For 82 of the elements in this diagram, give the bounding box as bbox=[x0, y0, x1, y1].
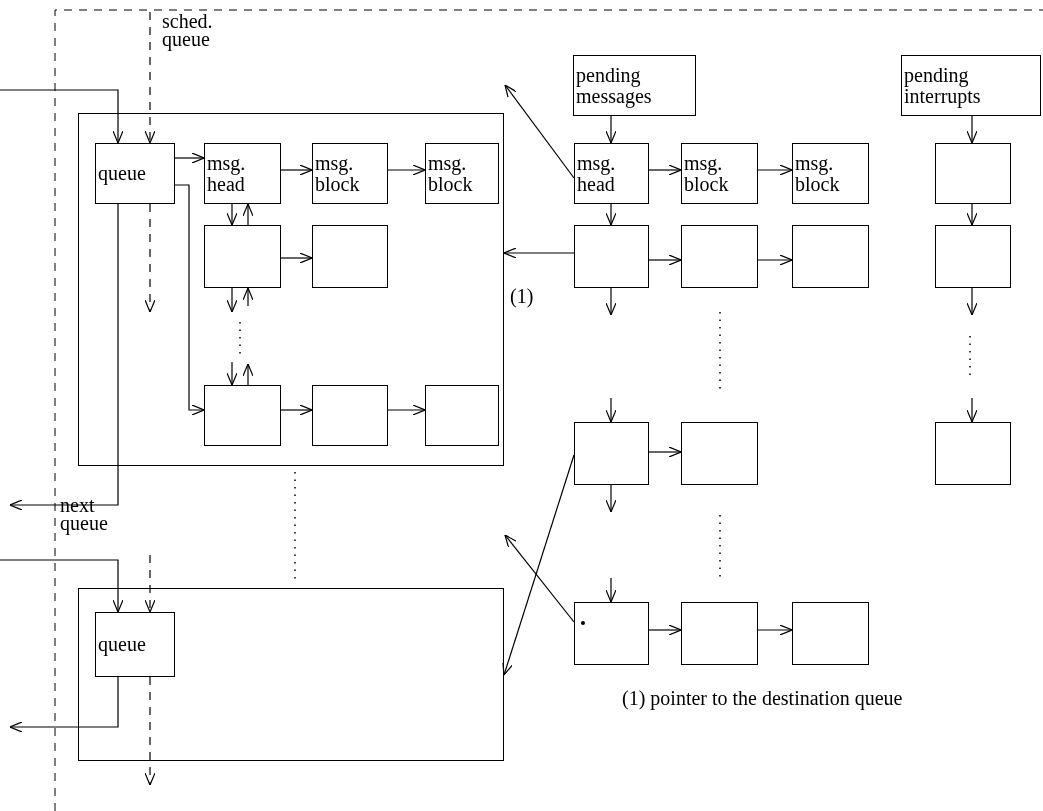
box-label: pending interrupts bbox=[903, 64, 982, 107]
arrow bbox=[144, 203, 156, 313]
list-element-box bbox=[204, 385, 281, 446]
arrow bbox=[966, 115, 978, 144]
box-label: msg. head bbox=[576, 152, 617, 195]
arrow bbox=[757, 164, 793, 176]
arrow bbox=[648, 624, 682, 636]
arrow bbox=[242, 203, 254, 226]
arrow bbox=[504, 84, 575, 179]
arrow bbox=[144, 676, 156, 786]
arrow bbox=[605, 115, 617, 144]
arrow bbox=[144, 11, 156, 144]
list-element-box bbox=[935, 422, 1011, 485]
queue-container bbox=[78, 113, 504, 466]
list-element-box bbox=[574, 602, 649, 665]
box-label: queue bbox=[97, 163, 147, 184]
arrow bbox=[605, 203, 617, 226]
box-label: pending messages bbox=[575, 64, 653, 107]
arrow bbox=[144, 554, 156, 613]
list-element-box bbox=[204, 225, 281, 288]
list-element-box bbox=[792, 602, 869, 665]
arrow bbox=[280, 252, 313, 264]
box-label: msg. block bbox=[683, 152, 730, 195]
message-box bbox=[204, 143, 281, 204]
list-element-box bbox=[935, 143, 1011, 204]
arrow bbox=[0, 89, 124, 144]
box-label: msg. block bbox=[794, 152, 841, 195]
list-element-box bbox=[574, 225, 649, 288]
edge-label: (1) bbox=[510, 286, 534, 307]
list-element-box bbox=[425, 385, 499, 446]
list-element-box bbox=[574, 422, 649, 485]
arrow bbox=[605, 577, 617, 603]
arrow bbox=[648, 164, 682, 176]
message-box bbox=[901, 55, 1041, 116]
arrow bbox=[757, 254, 793, 266]
arrow bbox=[174, 152, 205, 164]
arrow bbox=[280, 164, 313, 176]
list-element-box bbox=[792, 225, 869, 288]
arrow bbox=[503, 247, 575, 259]
message-box bbox=[312, 143, 388, 204]
arrow bbox=[226, 203, 238, 226]
message-box bbox=[681, 143, 758, 204]
message-box bbox=[573, 55, 696, 116]
arrow bbox=[174, 184, 205, 416]
arrow bbox=[757, 624, 793, 636]
arrow bbox=[966, 287, 978, 316]
arrow bbox=[226, 361, 238, 386]
list-element-box bbox=[681, 602, 758, 665]
arrow bbox=[605, 287, 617, 316]
queue-container bbox=[78, 588, 504, 761]
box-label: msg. block bbox=[314, 152, 361, 195]
arrow bbox=[0, 559, 124, 613]
list-element-box bbox=[312, 225, 388, 288]
arrow bbox=[605, 484, 617, 513]
arrow bbox=[242, 363, 254, 386]
message-box bbox=[792, 143, 869, 204]
arrow bbox=[648, 446, 682, 458]
arrow bbox=[504, 534, 575, 623]
box-label: msg. block bbox=[427, 152, 474, 195]
message-box bbox=[95, 143, 175, 204]
arrow bbox=[387, 164, 426, 176]
note-text: (1) pointer to the destination queue bbox=[622, 688, 903, 709]
message-box bbox=[95, 612, 175, 677]
arrow bbox=[502, 454, 575, 676]
arrow bbox=[966, 203, 978, 226]
message-box bbox=[574, 143, 649, 204]
arrow bbox=[9, 676, 119, 733]
arrow bbox=[966, 397, 978, 423]
arrow bbox=[9, 203, 119, 511]
list-element-box bbox=[935, 225, 1011, 288]
box-label: queue bbox=[97, 634, 147, 655]
list-element-box bbox=[312, 385, 388, 446]
list-element-box bbox=[681, 422, 758, 485]
box-label: msg. head bbox=[206, 152, 247, 195]
arrow bbox=[280, 404, 313, 416]
arrow bbox=[387, 404, 426, 416]
arrow bbox=[242, 287, 254, 307]
message-box bbox=[425, 143, 499, 204]
arrow bbox=[226, 287, 238, 313]
arrow bbox=[648, 254, 682, 266]
arrow bbox=[605, 397, 617, 423]
list-element-box bbox=[681, 225, 758, 288]
